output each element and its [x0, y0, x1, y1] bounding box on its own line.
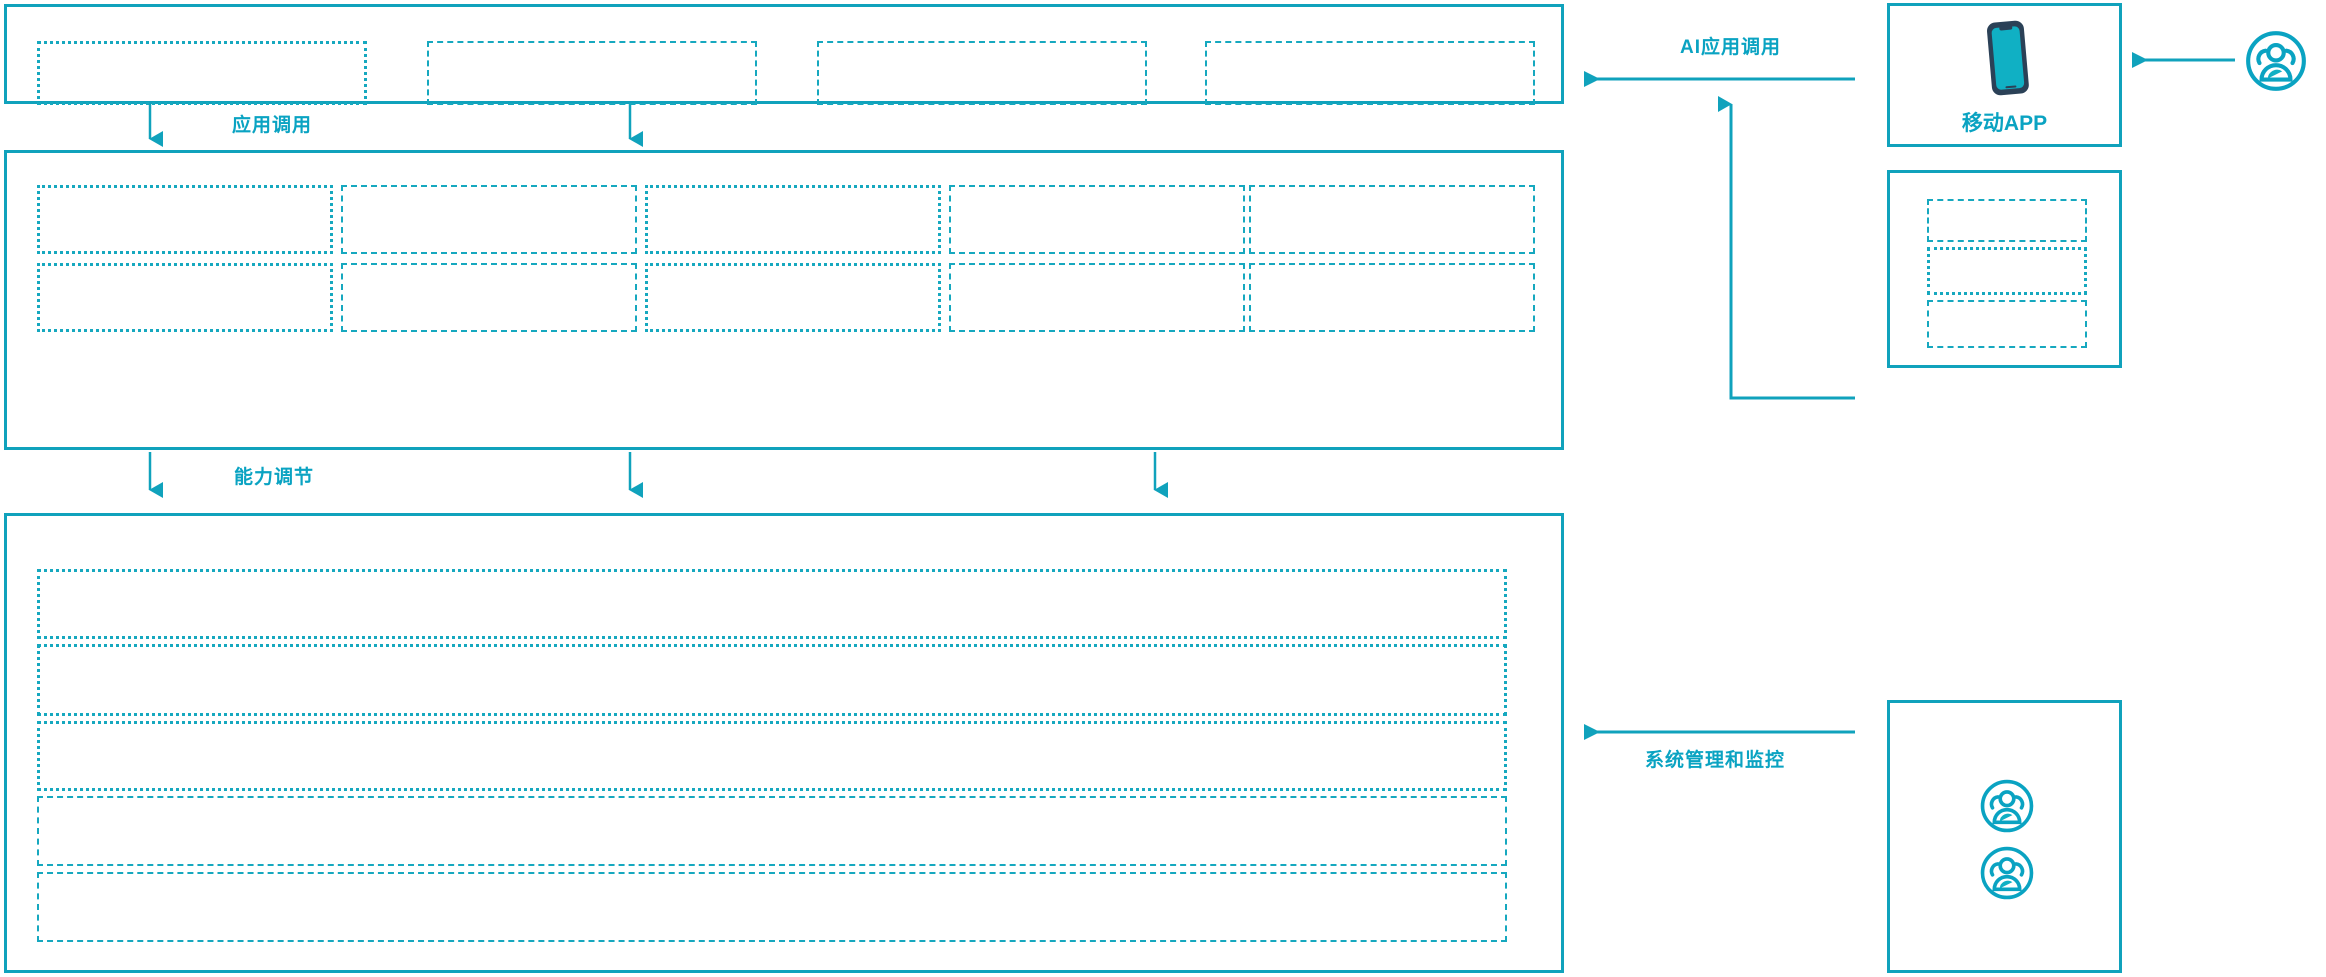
- smartphone-icon: [1974, 18, 2042, 100]
- mobile-app-label: 移动APP: [1961, 112, 2048, 135]
- capability-slot[interactable]: [645, 185, 941, 254]
- capability-slot[interactable]: [341, 263, 637, 332]
- users-group-icon: [1978, 777, 2036, 835]
- flow-label-system-management: 系统管理和监控: [1645, 750, 1786, 771]
- flow-label-capability-adjust: 能力调节: [234, 467, 315, 488]
- capability-slot[interactable]: [949, 263, 1245, 332]
- platform-row[interactable]: [37, 796, 1507, 866]
- application-slot[interactable]: [427, 41, 757, 105]
- capability-slot[interactable]: [1249, 185, 1535, 254]
- capability-slot[interactable]: [645, 263, 941, 332]
- channel-slot[interactable]: [1927, 300, 2087, 348]
- application-slot[interactable]: [1205, 41, 1535, 105]
- flow-label-application-call: 应用调用: [232, 115, 313, 136]
- platform-row[interactable]: [37, 872, 1507, 942]
- application-layer-panel: [4, 4, 1564, 105]
- capability-layer-panel: [4, 150, 1564, 450]
- mobile-app-panel[interactable]: 移动APP: [1887, 3, 2122, 147]
- channel-panel: [1887, 170, 2122, 368]
- operations-panel: [1887, 700, 2122, 973]
- platform-row[interactable]: [37, 644, 1507, 716]
- users-group-icon: [1978, 844, 2036, 902]
- platform-row[interactable]: [37, 721, 1507, 791]
- application-slot[interactable]: [37, 41, 367, 105]
- capability-slot[interactable]: [37, 185, 333, 254]
- capability-slot[interactable]: [949, 185, 1245, 254]
- capability-slot[interactable]: [341, 185, 637, 254]
- platform-row[interactable]: [37, 569, 1507, 639]
- capability-slot[interactable]: [1249, 263, 1535, 332]
- platform-layer-panel: [4, 513, 1564, 973]
- application-slot[interactable]: [817, 41, 1147, 105]
- flow-label-ai-application-call: AI应用调用: [1680, 37, 1782, 58]
- capability-slot[interactable]: [37, 263, 333, 332]
- users-group-icon: [2243, 28, 2309, 94]
- channel-slot[interactable]: [1927, 199, 2087, 242]
- channel-slot[interactable]: [1927, 247, 2087, 295]
